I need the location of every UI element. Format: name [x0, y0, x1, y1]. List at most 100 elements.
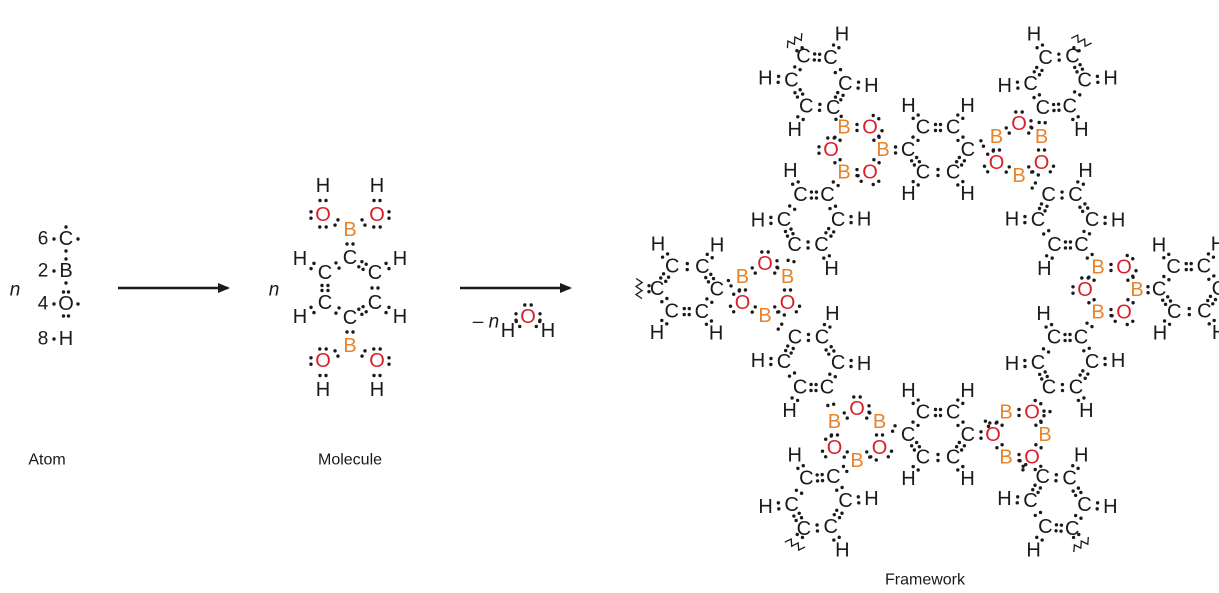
electron-dot [1166, 295, 1170, 299]
electron-dot [1033, 483, 1037, 487]
electron-dot [705, 297, 709, 301]
electron-dot [817, 151, 821, 155]
oxygen-electron-count: 4 [38, 294, 49, 315]
electron-dot [936, 167, 940, 172]
electron-dot [732, 292, 736, 296]
oxygen-atom: O [1116, 302, 1132, 324]
electron-dot [387, 305, 391, 310]
electron-dot [753, 305, 757, 309]
electron-dot [798, 67, 802, 72]
electron-dot [909, 444, 914, 448]
electron-dot [849, 220, 853, 225]
electron-dot [1043, 209, 1047, 213]
electron-dot [775, 265, 779, 269]
electron-dot [1060, 388, 1065, 393]
electron-dot [1075, 70, 1079, 74]
electron-dot [1051, 164, 1056, 168]
electron-dot [871, 113, 875, 118]
atom-carbon-row: 6 C [38, 228, 74, 250]
electron-dot [710, 256, 714, 260]
electron-dot [1027, 131, 1031, 135]
electron-dot [796, 466, 800, 471]
electron-dot [961, 401, 965, 406]
electron-dot [836, 90, 840, 95]
electron-dot [61, 290, 66, 294]
electron-dot [1054, 523, 1059, 527]
electron-dot [1023, 364, 1027, 369]
electron-dot [1083, 376, 1087, 380]
electron-dot [705, 252, 709, 257]
electron-dot [1041, 347, 1046, 351]
electron-dot [916, 183, 920, 187]
electron-dot [682, 312, 686, 317]
boron-atom: B [837, 162, 850, 184]
electron-dot [1071, 285, 1075, 289]
boron-atom: B [990, 126, 1003, 148]
electron-dot [372, 225, 376, 229]
electron-dot [795, 95, 800, 99]
electron-dot [1015, 80, 1020, 84]
oxygen-atom: O [315, 204, 331, 226]
oxygen-atom: O [989, 152, 1005, 174]
boron-atom: B [1038, 424, 1051, 446]
electron-dot [337, 266, 341, 270]
carbon-atom: C [1023, 490, 1037, 512]
electron-dot [823, 455, 828, 459]
electron-dot [1027, 165, 1031, 169]
electron-dot [982, 164, 987, 168]
electron-dot [1134, 269, 1138, 273]
electron-dot [364, 262, 368, 266]
electron-dot [1004, 170, 1008, 174]
electron-dot [1085, 256, 1089, 260]
electron-dot [773, 305, 777, 309]
atom-boron-row: 2 B [38, 260, 73, 282]
electron-dot [1080, 209, 1085, 214]
electron-dot [912, 163, 917, 167]
electron-dot [1076, 115, 1080, 119]
electron-dot [954, 444, 959, 449]
electron-dot [1051, 102, 1056, 107]
electron-dot [711, 276, 716, 281]
electron-dot [378, 347, 382, 351]
hydrogen-atom: H [751, 350, 765, 372]
electron-dot [729, 284, 733, 288]
electron-dot [1063, 246, 1068, 250]
electron-dot [829, 434, 833, 438]
carbon-atom: C [838, 490, 852, 512]
carbon-atom: C [1062, 95, 1076, 117]
carbon-atom: C [1166, 256, 1180, 278]
electron-dot [809, 190, 814, 194]
atom-panel: n 6 C 2 B 4 O 8 H Atom [10, 225, 80, 469]
oxygen-atom: O [1116, 256, 1132, 278]
carbon-atom: C [664, 300, 678, 322]
electron-dot [1213, 297, 1218, 302]
electron-dot [1071, 489, 1075, 493]
electron-dot [799, 516, 804, 520]
electron-dot [806, 338, 811, 343]
electron-dot [1081, 182, 1086, 186]
electron-dot [991, 149, 995, 153]
hydrogen-atom: H [1103, 67, 1117, 89]
electron-dot [780, 322, 784, 326]
carbon-atom: C [793, 376, 807, 398]
electron-dot [855, 167, 859, 172]
electron-dot [1057, 52, 1061, 56]
electron-dot [889, 449, 894, 453]
electron-dot [1034, 423, 1038, 427]
carbon-atom: C [318, 262, 332, 284]
electron-dot [814, 190, 819, 194]
electron-dot [753, 271, 757, 275]
electron-dot [856, 495, 861, 499]
electron-dot [1040, 43, 1045, 47]
electron-dot [1073, 65, 1077, 70]
electron-dot [790, 396, 794, 400]
carbon-atom: C [343, 307, 357, 329]
hydrogen-atom: H [1078, 160, 1092, 182]
electron-dot [1036, 490, 1040, 495]
electron-dot [378, 373, 382, 378]
carbon-atom: C [1035, 466, 1049, 488]
electron-dot [1035, 46, 1039, 50]
electron-dot [309, 356, 313, 360]
